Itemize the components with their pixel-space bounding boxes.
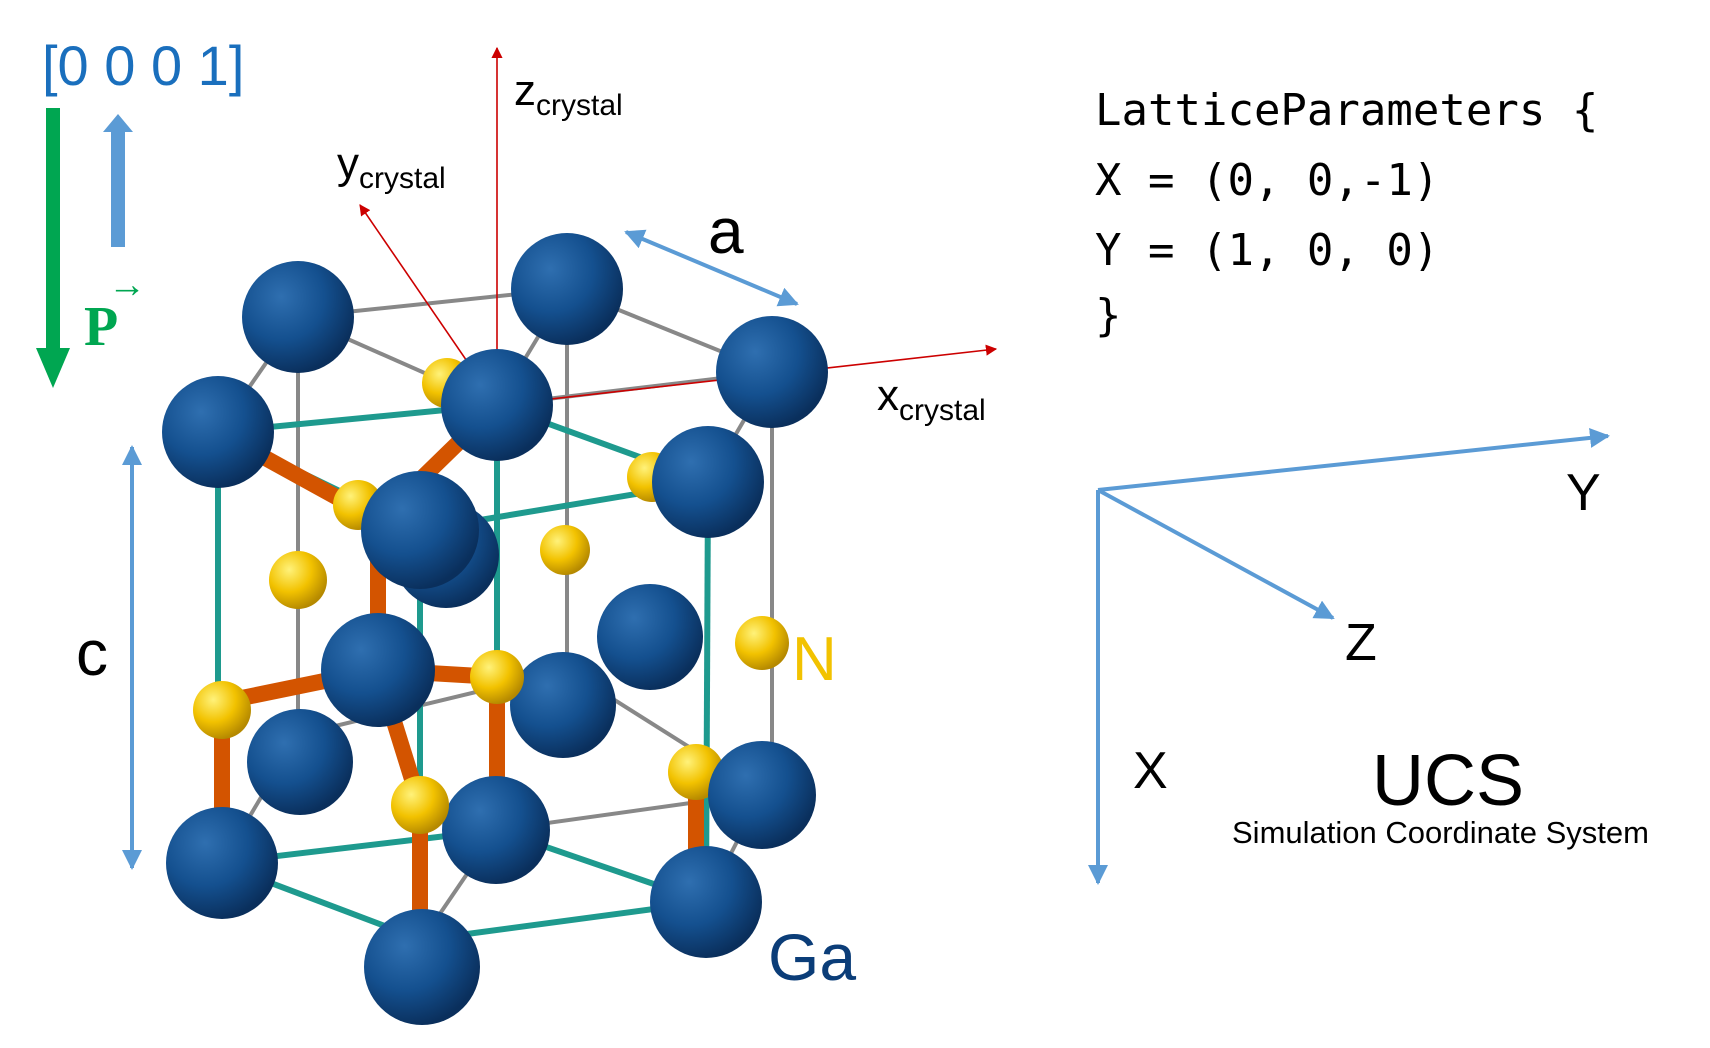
- code-line-4: }: [1095, 290, 1122, 341]
- ucs-x-label: X: [1133, 742, 1168, 800]
- ga-atom: [321, 613, 435, 727]
- ga-atom: [242, 261, 354, 373]
- ucs-y-label: Y: [1566, 464, 1601, 522]
- direction-arrow: [103, 114, 133, 247]
- ga-atom: [652, 426, 764, 538]
- ga-atom: [361, 471, 479, 589]
- ga-atom: [247, 709, 353, 815]
- ga-atom: [162, 376, 274, 488]
- ucs-axes: [1088, 427, 1610, 885]
- ga-atom: [364, 909, 480, 1025]
- atoms: [162, 233, 828, 1025]
- n-label: N: [792, 625, 837, 694]
- n-atom: [269, 551, 327, 609]
- polarization-label: P: [84, 296, 118, 358]
- ga-atom: [442, 776, 550, 884]
- ucs-y-axis: [1097, 427, 1610, 492]
- ga-atom: [510, 652, 616, 758]
- ga-atom: [441, 349, 553, 461]
- crystal-axes: [359, 46, 998, 406]
- ga-atom: [597, 584, 703, 690]
- ucs-subtitle: Simulation Coordinate System: [1232, 815, 1649, 850]
- ucs-z-axis: [1097, 488, 1335, 620]
- ga-atom: [166, 807, 278, 919]
- code-line-3: Y = (1, 0, 0): [1095, 225, 1439, 276]
- ucs-title: UCS: [1372, 741, 1524, 821]
- n-atom: [391, 776, 449, 834]
- code-line-2: X = (0, 0,-1): [1095, 155, 1439, 206]
- a-label: a: [708, 195, 744, 267]
- n-atom: [735, 616, 789, 670]
- c-label: c: [76, 617, 108, 689]
- ga-atom: [708, 741, 816, 849]
- z-crystal-label: zcrystal: [514, 66, 623, 122]
- ucs-z-label: Z: [1345, 614, 1377, 672]
- code-line-1: LatticeParameters {: [1095, 85, 1598, 136]
- polarization-vector-arrow: →: [108, 264, 146, 306]
- x-crystal-label: xcrystal: [877, 371, 986, 427]
- a-dimension-arrow: [624, 229, 799, 307]
- ga-atom: [650, 846, 762, 958]
- y-crystal-label: ycrystal: [337, 139, 446, 195]
- ga-label: Ga: [768, 920, 856, 994]
- n-atom: [540, 525, 590, 575]
- polarization-arrow: [36, 108, 70, 388]
- ga-atom: [716, 316, 828, 428]
- direction-label: [0 0 0 1]: [42, 34, 244, 97]
- n-atom: [470, 650, 524, 704]
- ga-atom: [511, 233, 623, 345]
- lattice-parameters-code: LatticeParameters { X = (0, 0,-1) Y = (1…: [1095, 85, 1598, 341]
- n-atom: [193, 681, 251, 739]
